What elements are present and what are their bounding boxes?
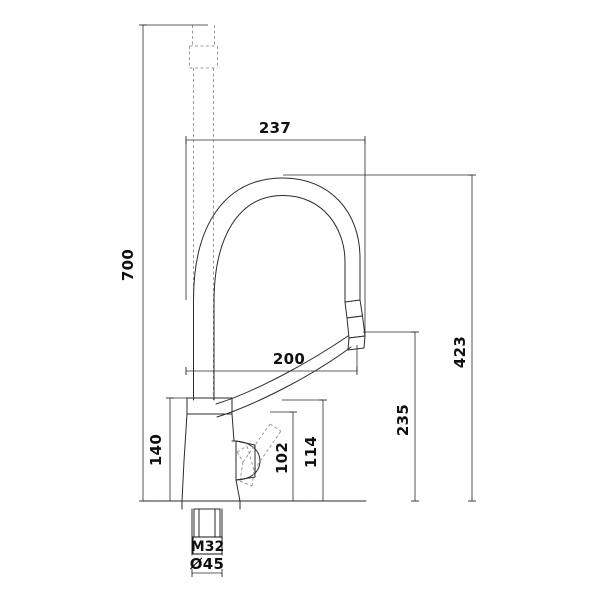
aerator-nozzle [344, 299, 366, 351]
dimension-700: 700 [119, 24, 208, 502]
dimension-114-label: 114 [302, 436, 320, 468]
dimension-102: 102 [270, 411, 297, 502]
dimension-237: 237 [185, 119, 366, 336]
dimension-237-label: 237 [259, 119, 291, 137]
dimension-200-label: 200 [273, 350, 305, 368]
gooseneck-spout-outline [193, 177, 361, 401]
dimension-700-label: 700 [119, 249, 137, 281]
dimension-114: 114 [282, 399, 327, 502]
dimension-200: 200 [185, 345, 358, 375]
annotation-m32: M32 [191, 536, 224, 555]
dimension-423-label: 423 [451, 336, 469, 368]
annotation-diameter-45: Ø45 [190, 555, 225, 577]
annotation-m32-label: M32 [191, 539, 224, 555]
dimension-140-label: 140 [147, 434, 165, 466]
annotation-diameter-45-label: Ø45 [190, 555, 225, 573]
dimension-235: 235 [363, 331, 419, 502]
lever-handle-hidden [235, 423, 282, 487]
mixer-body [181, 397, 261, 502]
m32-callout-box [192, 536, 223, 555]
base-and-shank [142, 500, 367, 556]
dimension-102-label: 102 [273, 442, 291, 474]
spout-lower-arm [215, 335, 352, 418]
dimension-235-label: 235 [394, 404, 412, 436]
dimension-423: 423 [283, 174, 476, 502]
dimension-140: 140 [147, 397, 188, 502]
